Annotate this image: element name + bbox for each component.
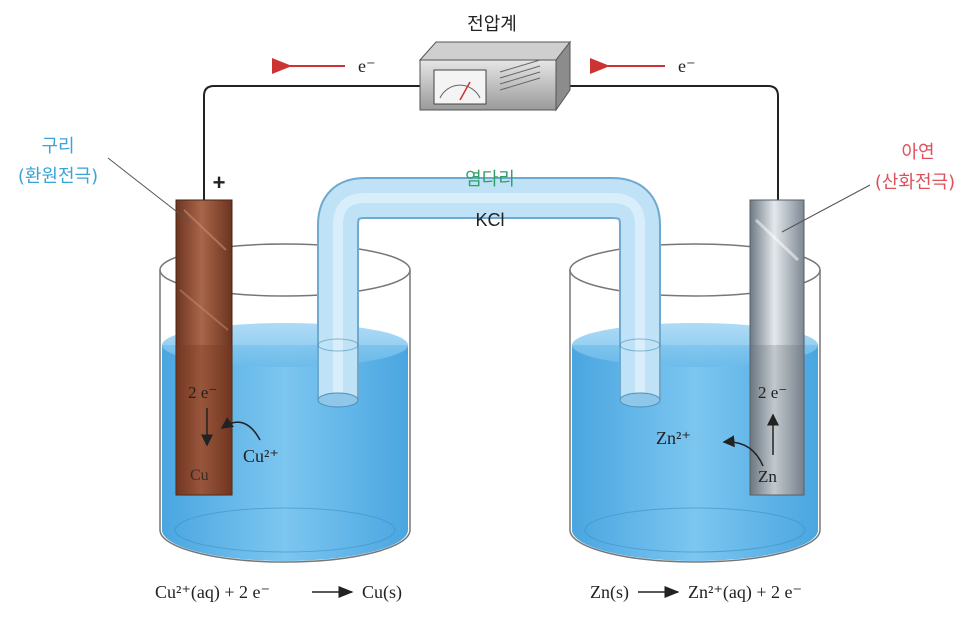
zinc-role-label: (산화전극) [875, 172, 955, 193]
copper-electrode [175, 199, 233, 496]
zinc-name-label: 아연 [901, 142, 934, 163]
copper-role-label: (환원전극) [18, 166, 98, 187]
zn-ion-label: Zn²⁺ [656, 428, 691, 448]
salt-bridge-solution-label: KCl [475, 210, 504, 230]
voltmeter-label: 전압계 [467, 14, 517, 35]
plus-sign: + [213, 170, 226, 195]
cu-ion-label: Cu²⁺ [243, 446, 279, 466]
salt-bridge-label: 염다리 [465, 169, 515, 190]
zn-ion-arrow [722, 435, 764, 467]
cu-electrons-label: 2 e⁻ [188, 383, 217, 402]
left-reaction-reactants: Cu²⁺(aq) + 2 e⁻ [155, 582, 270, 603]
zinc-pointer-line [781, 184, 871, 233]
cu-metal-label: Cu [190, 467, 209, 484]
copper-pointer-line [107, 157, 191, 223]
zn-metal-label: Zn [758, 467, 777, 486]
cu-ion-arrow [220, 417, 261, 441]
right-reaction-products: Zn²⁺(aq) + 2 e⁻ [688, 582, 802, 603]
voltmeter [418, 40, 572, 112]
salt-bridge [317, 177, 661, 408]
external-wire [203, 85, 779, 200]
right-reaction-reactants: Zn(s) [590, 582, 629, 603]
zinc-electrode [749, 199, 805, 496]
left-reaction-products: Cu(s) [362, 582, 402, 603]
electron-label-right: e⁻ [678, 56, 696, 76]
zn-electrons-label: 2 e⁻ [758, 383, 787, 402]
electron-label-left: e⁻ [358, 56, 376, 76]
copper-name-label: 구리 [41, 136, 74, 157]
